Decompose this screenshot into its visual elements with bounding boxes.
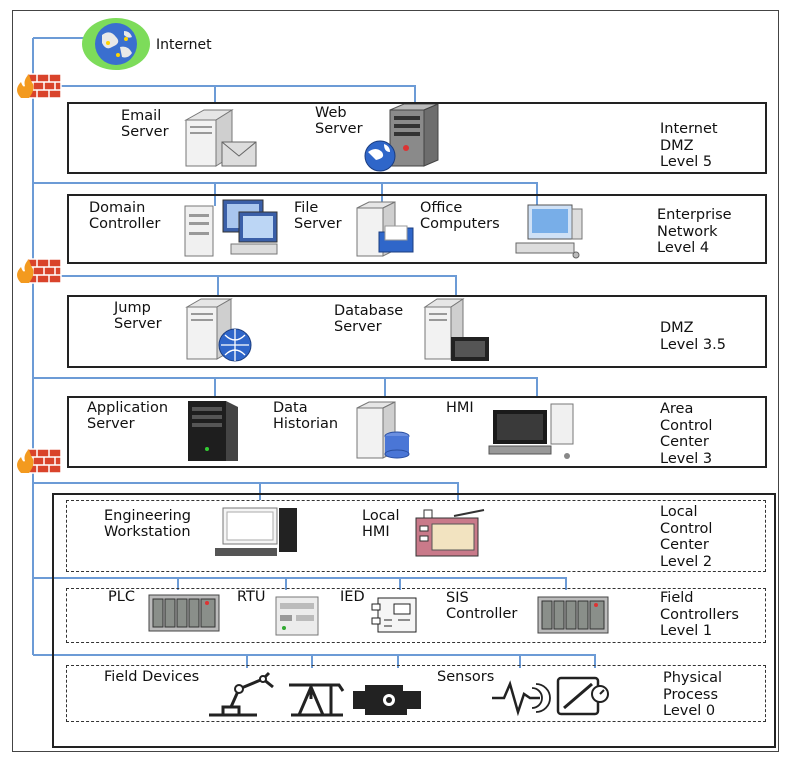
level2-title: Local Control Center Level 2 xyxy=(660,504,713,570)
data-historian-icon xyxy=(356,401,410,459)
local-hmi-label: Local HMI xyxy=(362,508,400,540)
data-historian-label: Data Historian xyxy=(273,400,339,432)
hmi-label: HMI xyxy=(446,400,474,416)
file-server-label: File Server xyxy=(294,200,342,232)
rtu-icon xyxy=(275,596,319,636)
l0-bus xyxy=(33,654,596,668)
level1-box xyxy=(66,588,766,643)
jump-server-icon xyxy=(185,298,252,362)
database-server-icon xyxy=(423,298,489,361)
level0-title: Physical Process Level 0 xyxy=(663,670,722,719)
domain-controller-icon xyxy=(184,199,278,257)
rtu-label: RTU xyxy=(237,589,266,605)
office-computers-label: Office Computers xyxy=(420,200,500,232)
level3-box xyxy=(67,396,767,468)
firewall-icon xyxy=(17,73,62,99)
field-devices-icon xyxy=(209,671,421,717)
email-server-label: Email Server xyxy=(121,108,169,140)
field-devices-label: Field Devices xyxy=(104,669,200,685)
ied-label: IED xyxy=(340,589,365,605)
l5-bus xyxy=(33,85,416,104)
plc-label: PLC xyxy=(108,589,135,605)
application-server-label: Application Server xyxy=(87,400,169,432)
web-server-label: Web Server xyxy=(315,105,363,137)
sensors-icon xyxy=(492,676,609,717)
database-server-label: Database Server xyxy=(334,303,404,335)
internet-label: Internet xyxy=(156,37,212,53)
email-server-icon xyxy=(184,109,257,167)
diagram-frame xyxy=(12,10,779,752)
engineering-workstation-icon xyxy=(215,507,297,556)
hmi-computer-icon xyxy=(488,403,574,459)
web-server-icon xyxy=(364,104,439,172)
internet-globe-icon xyxy=(82,18,150,70)
level4-box xyxy=(67,194,767,264)
jump-server-label: Jump Server xyxy=(114,300,162,332)
level0-box xyxy=(66,665,766,722)
level35-title: DMZ Level 3.5 xyxy=(660,320,726,353)
l3-bus xyxy=(33,377,538,398)
level2-box xyxy=(66,500,766,572)
application-server-icon xyxy=(188,401,238,461)
sis-controller-icon xyxy=(537,596,609,634)
level5-box xyxy=(67,102,767,174)
l1-bus xyxy=(33,577,567,590)
office-computer-icon xyxy=(515,204,583,259)
sensors-label: Sensors xyxy=(437,669,495,685)
plc-icon xyxy=(148,594,220,632)
level5-title: Internet DMZ Level 5 xyxy=(660,121,718,170)
local-hmi-panel-icon xyxy=(415,509,485,557)
firewall-icon xyxy=(17,448,62,474)
l4-bus xyxy=(33,182,538,206)
engineering-workstation-label: Engineering Workstation xyxy=(104,508,191,540)
level35-box xyxy=(67,295,767,368)
ot-zone-box xyxy=(52,493,776,748)
file-server-icon xyxy=(356,201,414,257)
sis-controller-label: SIS Controller xyxy=(446,590,518,622)
ied-icon xyxy=(371,597,417,633)
domain-controller-label: Domain Controller xyxy=(89,200,161,232)
level4-title: Enterprise Network Level 4 xyxy=(657,207,732,256)
level1-title: Field Controllers Level 1 xyxy=(660,590,739,639)
level3-title: Area Control Center Level 3 xyxy=(660,401,713,467)
firewall-icon xyxy=(17,258,62,284)
l35-bus xyxy=(33,275,457,297)
